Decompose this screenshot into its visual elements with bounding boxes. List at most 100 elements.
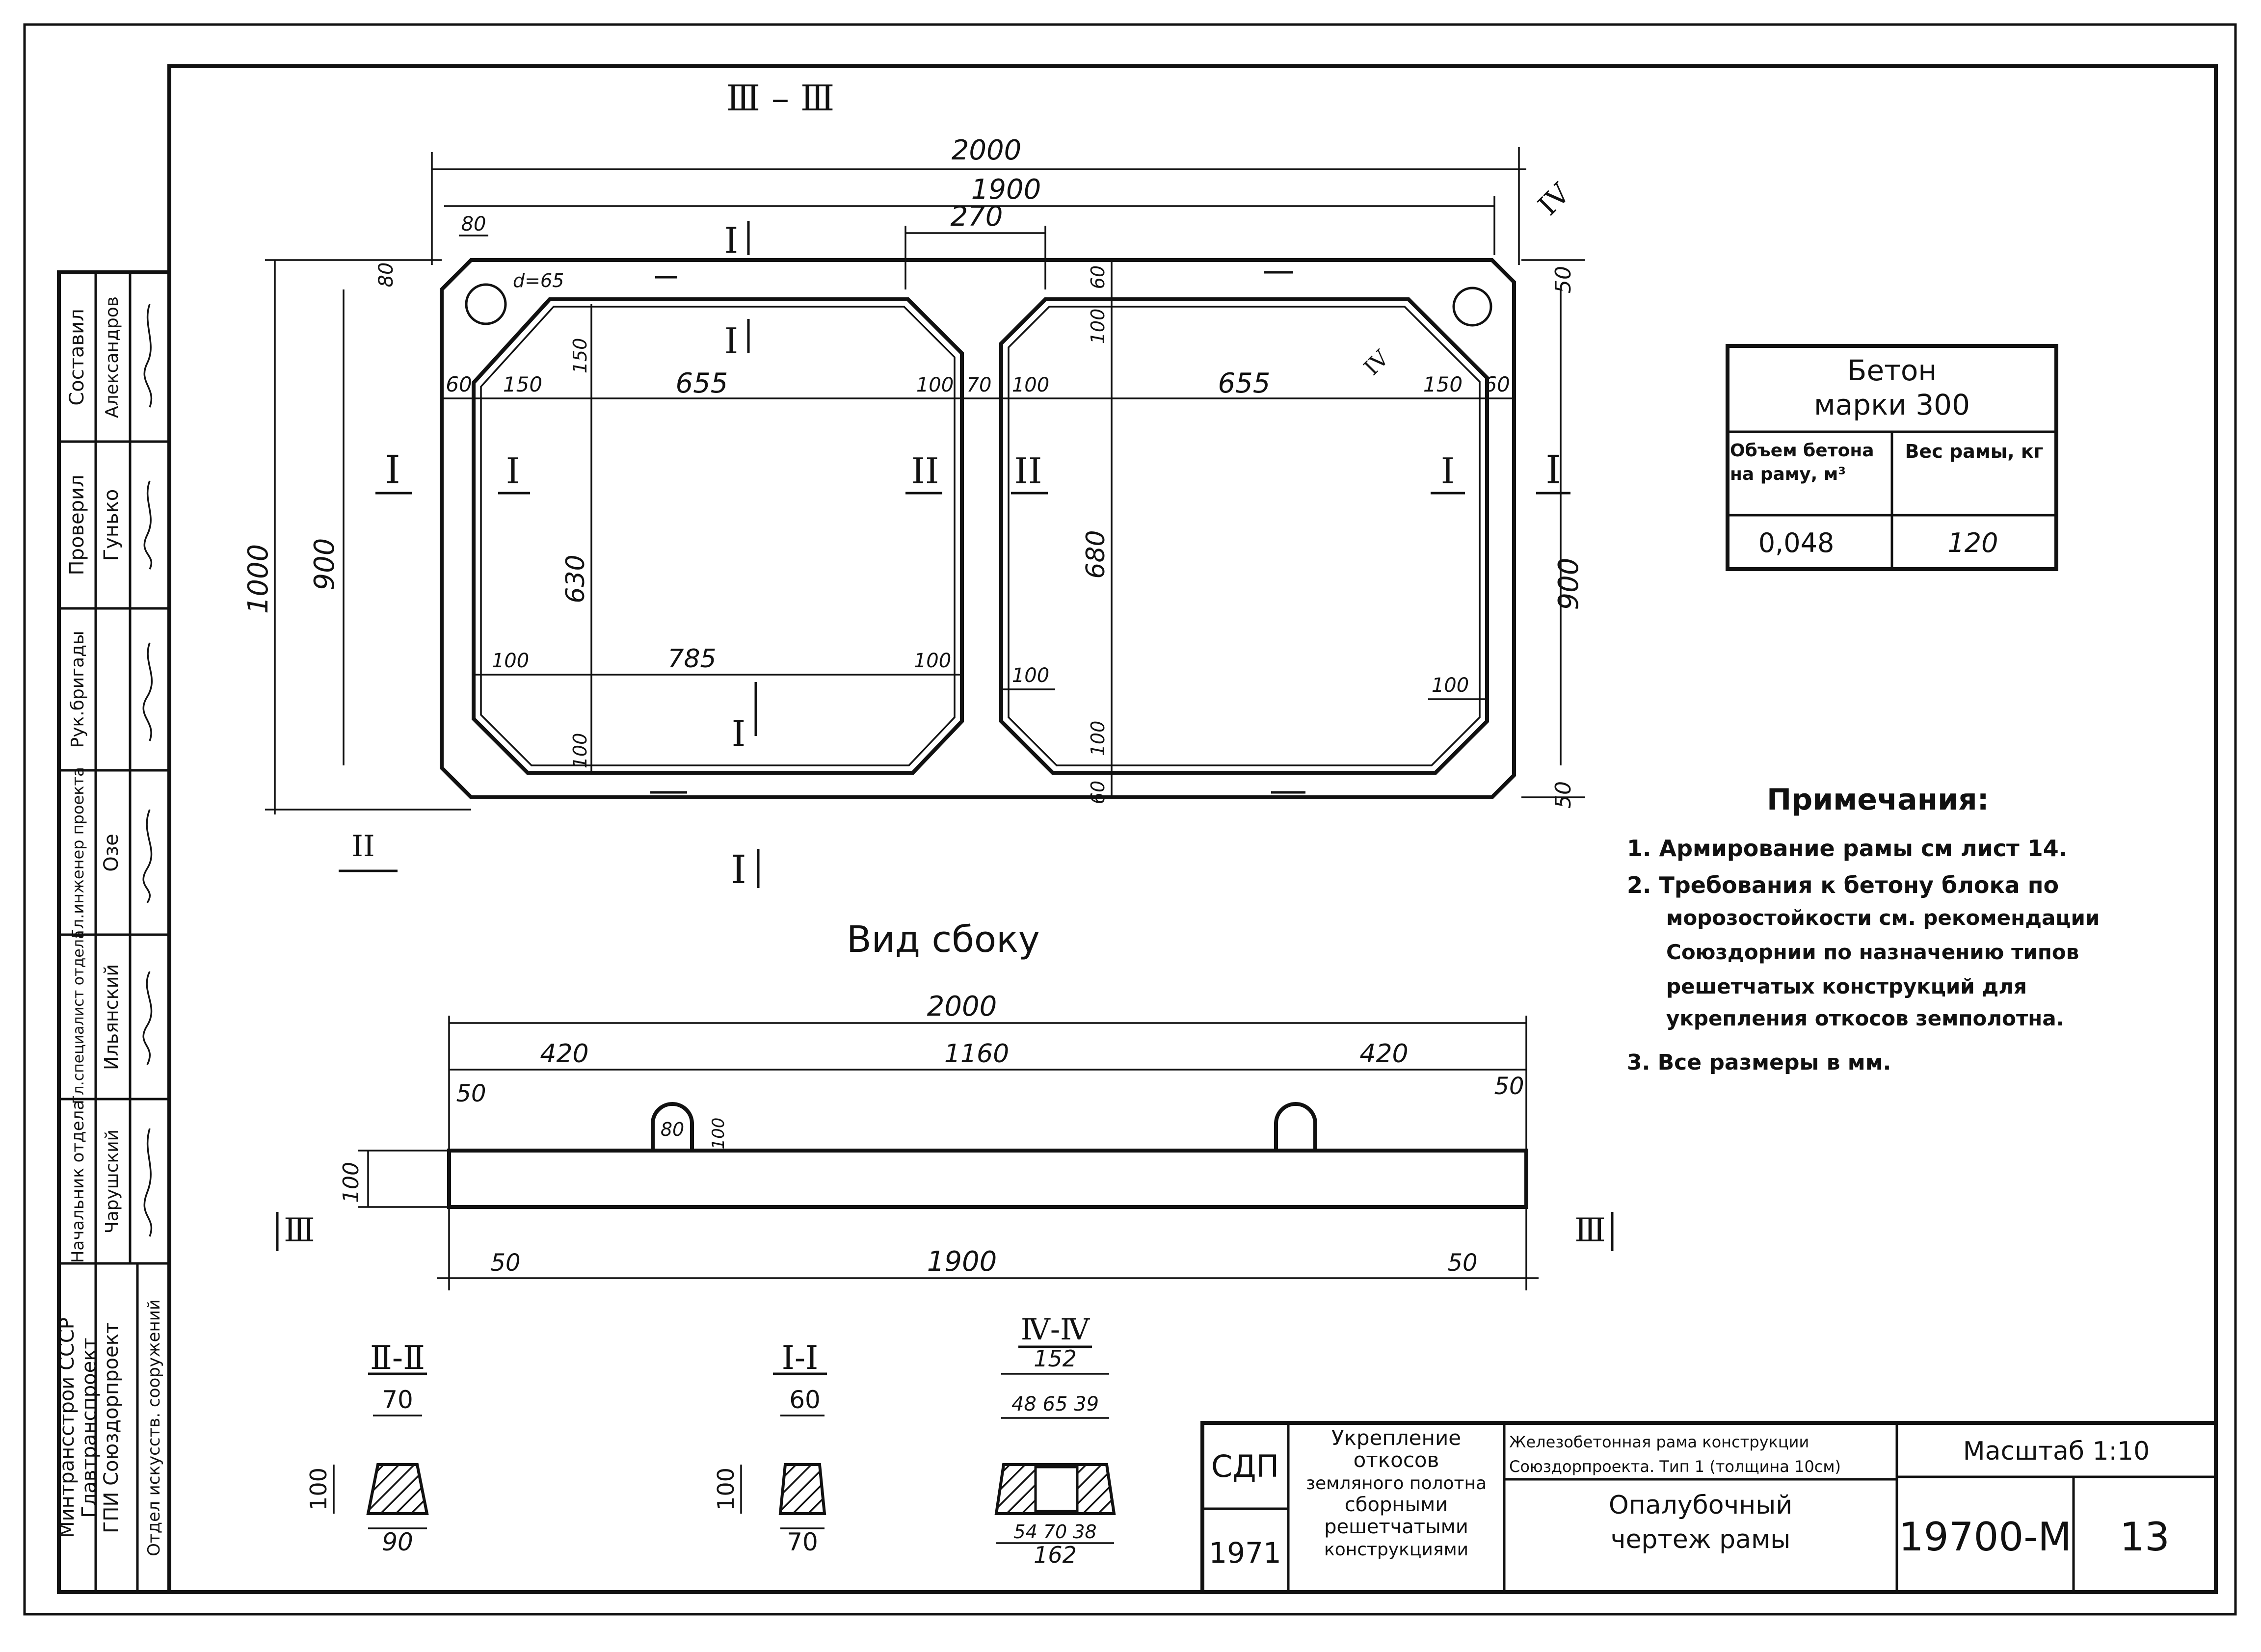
dim-900-right: 900: [1553, 558, 1585, 610]
s1-height: 100: [713, 1468, 739, 1511]
section-II: Ⅱ-Ⅱ 70 100 90: [305, 1339, 429, 1556]
dim-100-rl: 100: [1012, 664, 1049, 687]
table-title-1: Бетон: [1847, 354, 1937, 387]
tb-scale: Масштаб 1:10: [1963, 1437, 2150, 1466]
mark-I-right-in: I: [1441, 450, 1455, 492]
stamp-role-5: Проверил: [66, 474, 88, 575]
inner-border: [167, 64, 2218, 1594]
s2-shape: [366, 1463, 429, 1515]
dim-1000: 1000: [242, 544, 274, 614]
dim-270: 270: [951, 201, 1003, 233]
mark-II-mid-r: II: [1014, 450, 1042, 492]
section-3-label: Ⅲ – Ⅲ: [726, 78, 835, 119]
loop-right: [1274, 1102, 1317, 1151]
tb-subject-4: сборными: [1345, 1494, 1448, 1516]
tb-year: 1971: [1209, 1536, 1281, 1570]
stamp-role-2: Гл.специалист отдела: [70, 930, 87, 1104]
s1-shape: [778, 1463, 826, 1515]
concrete-table: Бетон марки 300 Объем бетона на раму, м³…: [1726, 344, 2058, 571]
mark-II-mid-l: II: [911, 450, 939, 492]
note-line-7: 3. Все размеры в мм.: [1627, 1050, 1891, 1075]
dim-60-l: 60: [446, 372, 472, 396]
mark-I-right-out: I: [1545, 447, 1561, 493]
outer-border: [23, 23, 2237, 1616]
signature-3: [142, 809, 153, 903]
side-dim-1160: 1160: [944, 1039, 1009, 1069]
note-line-4: Союздорнии по назначению типов: [1666, 940, 2079, 964]
table-title-2: марки 300: [1814, 388, 1970, 421]
dim-100-rr: 100: [1432, 674, 1469, 697]
tb-subject-3: земляного полотна: [1306, 1473, 1487, 1494]
tb-sheet: 13: [2120, 1514, 2170, 1560]
stamp-name-1: Чарушский: [102, 1129, 122, 1233]
stamp-name-2: Ильянский: [101, 964, 122, 1070]
dim-80-v: 80: [375, 262, 398, 288]
lifting-hole-right: [1452, 287, 1492, 327]
dim-680: 680: [1081, 530, 1111, 578]
stamp-role-6: Составил: [66, 309, 88, 405]
dim-100-br: 100: [914, 650, 951, 672]
notes: Примечания: 1. Армирование рамы см лист …: [1627, 783, 2100, 1075]
title-block: СДП 1971 Укрепление откосов земляного по…: [1200, 1421, 2218, 1594]
table-col2-header: Вес рамы, кг: [1905, 441, 2044, 462]
stamp-role-4: Рук.бригады: [68, 631, 88, 748]
stamp-dept: Отдел искусств. сооружений: [144, 1299, 164, 1556]
dim-100-bv: 100: [569, 733, 591, 769]
mark-II-left-bottom: II: [351, 829, 374, 864]
section-IV: Ⅳ-Ⅳ 152 48 65 39 54 70 38 162: [994, 1312, 1116, 1568]
side-loop-80: 80: [661, 1119, 684, 1140]
dim-630: 630: [561, 554, 590, 603]
tb-subject-1: Укрепление: [1331, 1426, 1461, 1450]
side-view-title: Вид сбоку: [847, 918, 1040, 961]
stamp-name-3: Озе: [100, 834, 123, 871]
lifting-hole-left: [465, 283, 507, 325]
dim-60-bv: 60: [1087, 781, 1109, 804]
side-dim-50-r: 50: [1494, 1073, 1524, 1100]
stamp-frame: [57, 270, 171, 1594]
side-dim-bottom-50-l: 50: [490, 1249, 520, 1277]
tb-subject-6: конструкциями: [1324, 1540, 1468, 1560]
s4-overall-top: 152: [1034, 1345, 1077, 1372]
dim-150-r: 150: [1423, 372, 1463, 396]
s4-top-parts: 48 65 39: [1011, 1393, 1099, 1416]
side-view: Вид сбоку 2000 420 1160 420 50 50 100 80…: [276, 918, 1614, 1290]
loop-left: [651, 1102, 694, 1151]
tb-subject-2: откосов: [1354, 1448, 1439, 1472]
side-dim-420-r: 420: [1359, 1039, 1408, 1069]
dim-100-v: 100: [1087, 309, 1109, 344]
dim-60-v: 60: [1087, 265, 1109, 289]
table-col1-value: 0,048: [1758, 527, 1835, 558]
side-dim-1900: 1900: [927, 1246, 997, 1278]
left-cell: [472, 297, 964, 775]
s2-bottom: 90: [382, 1528, 413, 1556]
tb-desc-bottom-1: Опалубочный: [1609, 1491, 1792, 1520]
mark-I-left-out: I: [385, 447, 400, 493]
frame-outline: [440, 258, 1516, 799]
table-col2-value: 120: [1947, 527, 1998, 558]
dim-900-left: 900: [309, 538, 341, 591]
section-I: Ⅰ-Ⅰ 60 100 70: [713, 1339, 827, 1556]
side-beam: [447, 1149, 1528, 1209]
s4-title: Ⅳ-Ⅳ: [1021, 1312, 1090, 1347]
dim-655-l: 655: [676, 367, 728, 399]
dim-1900: 1900: [971, 174, 1041, 206]
s4-bottom-parts: 54 70 38: [1013, 1521, 1096, 1543]
stamp-name-5: Гунько: [100, 489, 123, 561]
right-cell: [999, 297, 1489, 775]
s4-overall-bottom: 162: [1034, 1542, 1077, 1568]
tb-number: 19700-М: [1899, 1514, 2072, 1560]
mark-I-left-in: I: [506, 450, 520, 492]
note-line-2: 2. Требования к бетону блока по: [1627, 872, 2059, 898]
signature-6: [143, 304, 153, 408]
mark-IV-top: IV: [1532, 177, 1577, 222]
dim-785: 785: [667, 644, 716, 674]
right-cell-inner-line: [1008, 306, 1481, 766]
s1-bottom: 70: [787, 1528, 818, 1556]
tb-desc-top-2: Союздорпроекта. Тип 1 (толщина 10см): [1509, 1457, 1841, 1476]
s2-title: Ⅱ-Ⅱ: [370, 1339, 425, 1377]
signature-2: [142, 971, 153, 1065]
side-dim-2000: 2000: [927, 991, 997, 1023]
signature-5: [143, 480, 153, 570]
plan-view: Ⅲ – Ⅲ 2000 1900 80 80 d=65 270 50 50: [242, 78, 1585, 892]
stamp-org-1: Минтрансстрой СССР: [56, 1317, 79, 1538]
